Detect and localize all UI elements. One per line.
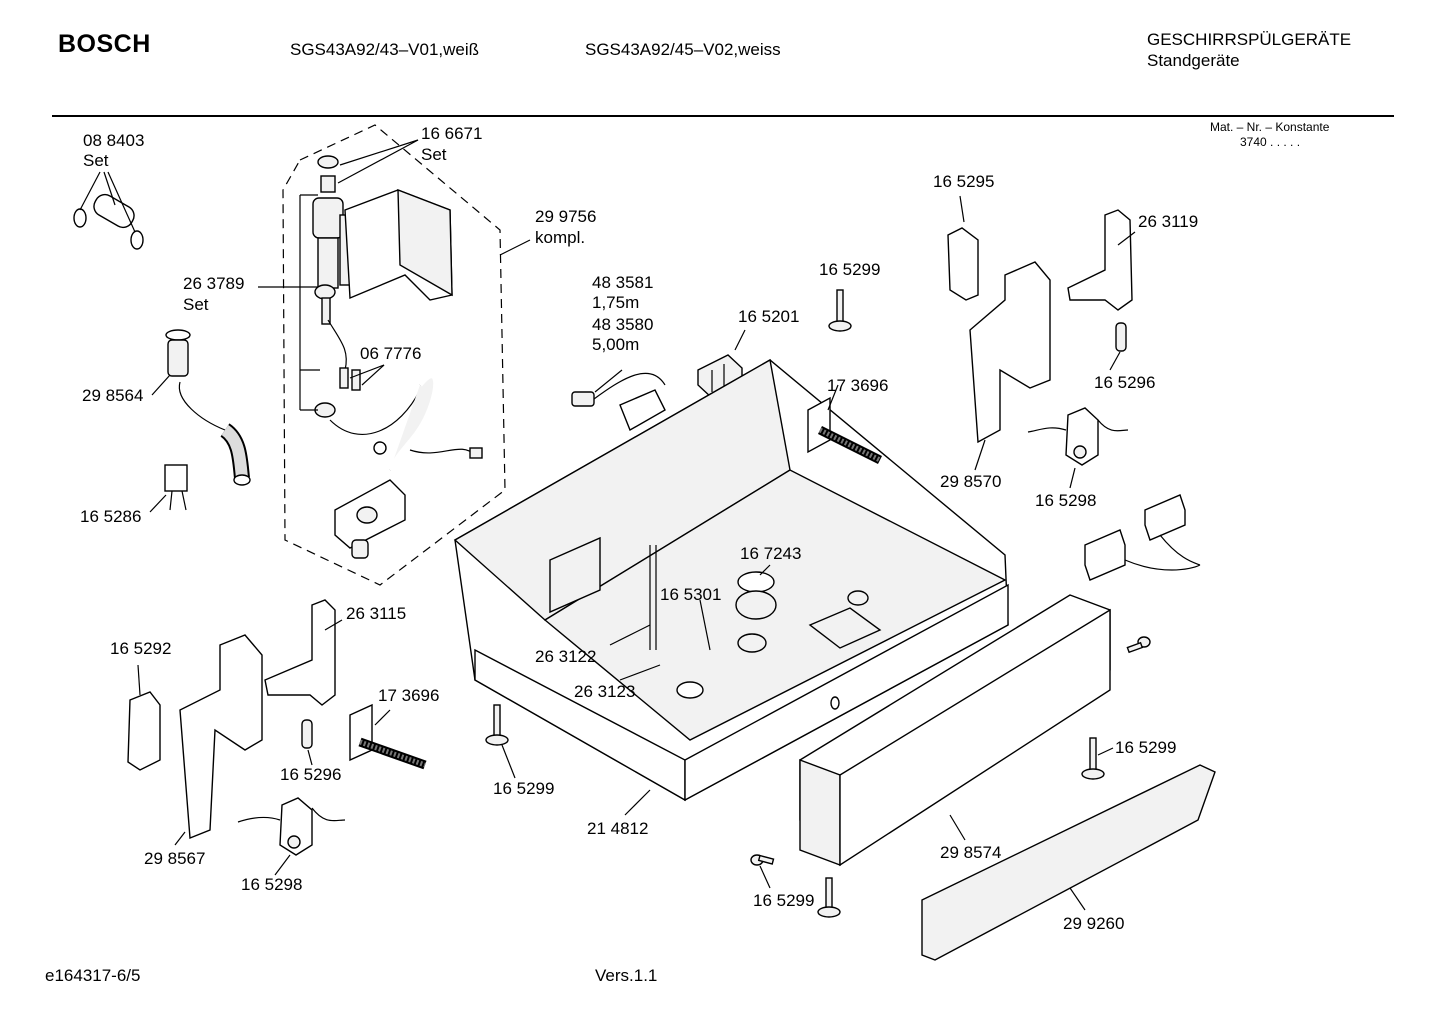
- label-165299-mid: 16 5299: [493, 779, 554, 798]
- model-number-1: SGS43A92/43–V01,weiß: [290, 40, 480, 59]
- label-299756: 29 9756: [535, 207, 596, 226]
- subcategory-title: Standgeräte: [1147, 51, 1240, 70]
- label-165296-right: 16 5296: [1094, 373, 1155, 392]
- label-165299-right: 16 5299: [1115, 738, 1176, 757]
- label-165292: 16 5292: [110, 639, 171, 658]
- clip-165286: [164, 464, 188, 511]
- screw-small-right: [1126, 636, 1151, 654]
- screw-165299-right: [1081, 737, 1105, 780]
- screw-165299-top: [828, 289, 852, 332]
- label-165298-right: 16 5298: [1035, 491, 1096, 510]
- label-166671: 16 6671: [421, 124, 482, 143]
- sensor-165298-left: [237, 797, 346, 856]
- side-plate-298567: [127, 634, 263, 840]
- label-167243: 16 7243: [740, 544, 801, 563]
- label-263123: 26 3123: [574, 682, 635, 701]
- bracket-165295: [947, 227, 979, 301]
- label-067776: 06 7776: [360, 344, 421, 363]
- float-switch: [334, 479, 406, 559]
- label-298570: 29 8570: [940, 472, 1001, 491]
- category-title: GESCHIRRSPÜLGERÄTE: [1147, 30, 1352, 49]
- label-165301: 16 5301: [660, 585, 721, 604]
- label-166671-set: Set: [421, 145, 447, 164]
- drawing-id: e164317-6/5: [45, 966, 141, 985]
- kickplate-299260: [921, 764, 1216, 961]
- bracket-263119: [1067, 209, 1133, 352]
- label-299260: 29 9260: [1063, 914, 1124, 933]
- label-263789-set: Set: [183, 295, 209, 314]
- side-plate-298570: [969, 261, 1051, 444]
- spring-173696-left: [349, 703, 427, 770]
- header-divider: [52, 115, 1394, 117]
- version-label: Vers.1.1: [595, 966, 658, 985]
- model-number-2: SGS43A92/45–V02,weiss: [585, 40, 781, 59]
- spiral-hose: [329, 373, 483, 472]
- label-165201: 16 5201: [738, 307, 799, 326]
- label-214812: 21 4812: [587, 819, 648, 838]
- label-165299-top: 16 5299: [819, 260, 880, 279]
- label-298574: 29 8574: [940, 843, 1001, 862]
- label-173696-left: 17 3696: [378, 686, 439, 705]
- bracket-263115: [264, 599, 336, 749]
- label-263122: 26 3122: [535, 647, 596, 666]
- label-len-175: 1,75m: [592, 293, 639, 312]
- label-298564: 29 8564: [82, 386, 143, 405]
- label-165286: 16 5286: [80, 507, 141, 526]
- label-299756-kompl: kompl.: [535, 228, 585, 247]
- hose-clamp-set: [73, 193, 144, 250]
- label-165296-left: 16 5296: [280, 765, 341, 784]
- spring-173696-top: [807, 396, 883, 465]
- sensor-165298-right: [1027, 407, 1129, 466]
- part-labels: 08 8403 Set 16 6671 Set 29 9756 kompl. 2…: [80, 124, 1198, 933]
- base-tub: [453, 358, 1009, 802]
- mat-nr-label: Mat. – Nr. – Konstante: [1210, 120, 1330, 134]
- screw-165299-bottom: [750, 854, 841, 918]
- label-088403-set: Set: [83, 151, 109, 170]
- label-len-500: 5,00m: [592, 335, 639, 354]
- leader-lines: [79, 139, 1136, 911]
- drain-hose: [165, 329, 251, 486]
- front-panel-298574: [799, 594, 1111, 867]
- label-263115: 26 3115: [346, 604, 406, 623]
- label-088403: 08 8403: [83, 131, 144, 150]
- label-298567: 29 8567: [144, 849, 205, 868]
- label-165298-left: 16 5298: [241, 875, 302, 894]
- label-165295: 16 5295: [933, 172, 994, 191]
- label-165299-bottom: 16 5299: [753, 891, 814, 910]
- inlet-valve-assembly: [312, 155, 369, 418]
- wiring-harness: [1084, 494, 1201, 581]
- label-173696-top: 17 3696: [827, 376, 888, 395]
- power-cable: [571, 372, 666, 432]
- label-263119: 26 3119: [1138, 212, 1198, 231]
- assembly-boundary: [282, 124, 506, 586]
- screw-165299-mid: [485, 704, 509, 746]
- brand-logo: BOSCH: [58, 30, 151, 58]
- valve-cover-housing: [344, 188, 453, 301]
- label-483580: 48 3580: [592, 315, 653, 334]
- mat-nr-value: 3740 . . . . .: [1240, 135, 1301, 149]
- label-263789: 26 3789: [183, 274, 244, 293]
- label-483581: 48 3581: [592, 273, 653, 292]
